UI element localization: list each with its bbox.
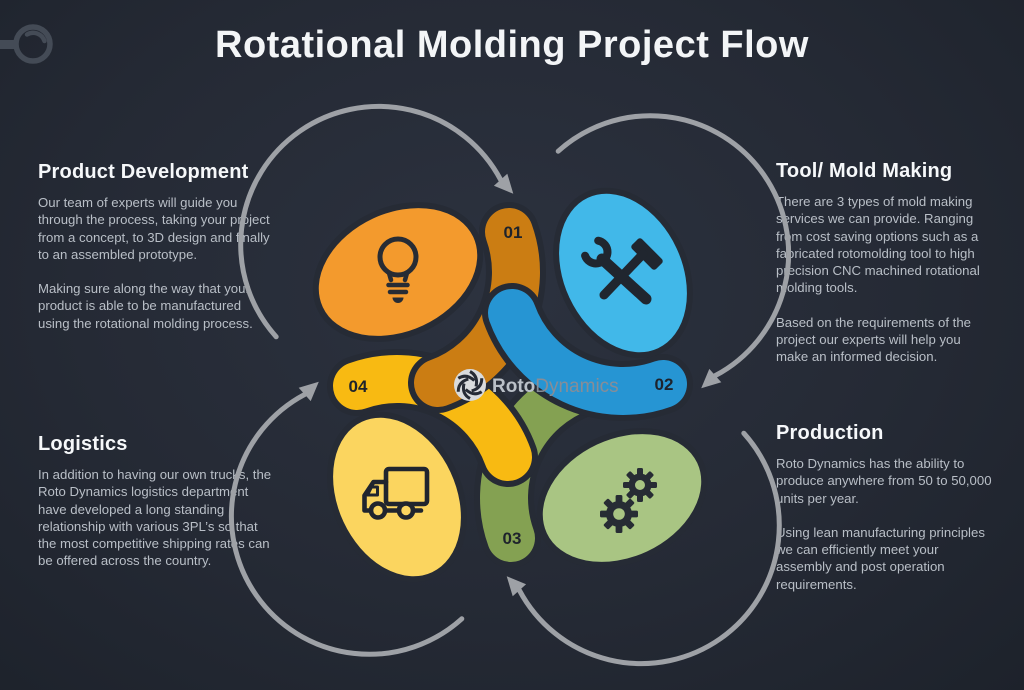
section-logistics: Logistics In addition to having our own … — [38, 433, 278, 587]
paragraph: Using lean manufacturing principles we c… — [776, 524, 985, 592]
paragraph: Roto Dynamics has the ability to produce… — [776, 456, 992, 506]
step-number-04: 04 — [349, 377, 368, 396]
section-production: Production Roto Dynamics has the ability… — [776, 422, 994, 610]
heading-tool-mold-making: Tool/ Mold Making — [776, 160, 953, 182]
paragraph: Making sure along the way that your prod… — [38, 281, 253, 331]
corner-logo-icon — [0, 24, 53, 64]
paragraph: In addition to having our own trucks, th… — [38, 467, 272, 569]
aperture-logo-icon — [454, 369, 486, 401]
paragraph: There are 3 types of mold making service… — [776, 194, 980, 296]
gears-icon — [600, 468, 657, 533]
paragraph: Based on the requirements of the project… — [776, 314, 972, 365]
section-product-development: Product Development Our team of experts … — [38, 161, 275, 349]
page-title: Rotational Molding Project Flow — [215, 24, 809, 66]
center-logo-text-light: Dynamics — [535, 376, 618, 397]
center-logo-text-bold: Roto — [492, 376, 535, 397]
heading-logistics: Logistics — [38, 433, 128, 455]
heading-product-development: Product Development — [38, 161, 249, 183]
tools-icon — [581, 236, 663, 305]
center-logo-text: RotoDynamics — [492, 376, 619, 397]
step-number-03: 03 — [503, 529, 522, 548]
section-tool-mold-making: Tool/ Mold Making There are 3 types of m… — [776, 160, 994, 383]
paragraph: Our team of experts will guide you throu… — [38, 195, 270, 262]
step-number-01: 01 — [504, 223, 523, 242]
center-logo: RotoDynamics — [454, 369, 619, 401]
step-number-02: 02 — [655, 375, 674, 394]
lightbulb-icon — [377, 236, 419, 303]
heading-production: Production — [776, 422, 884, 444]
truck-icon — [362, 466, 430, 520]
